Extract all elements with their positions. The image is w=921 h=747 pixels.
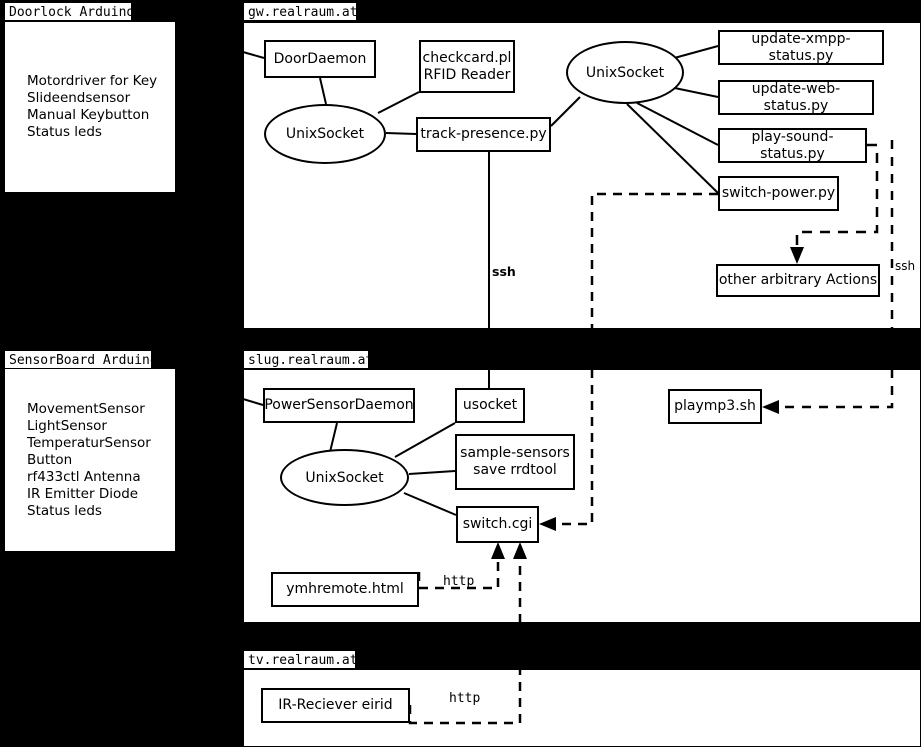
node-slug-unixsocket[interactable]: UnixSocket xyxy=(280,449,409,506)
panel-tab-doorlock: Doorlock Arduino xyxy=(4,2,134,21)
node-other-arbitrary-actions[interactable]: other arbitrary Actions xyxy=(716,264,880,297)
node-doordaemon[interactable]: DoorDaemon xyxy=(264,40,376,78)
edge-label-http-ymhremote: http xyxy=(443,574,475,589)
node-update-web-status[interactable]: update-web-status.py xyxy=(718,80,874,115)
edge-label-ssh-right: ssh xyxy=(895,259,916,273)
node-sample-sensors[interactable]: sample-sensors save rrdtool xyxy=(455,434,575,490)
panel-tab-tv: tv.realraum.at xyxy=(243,650,358,669)
sensorboard-feature-list: MovementSensor LightSensor TemperaturSen… xyxy=(5,369,175,551)
node-ymhremote[interactable]: ymhremote.html xyxy=(271,572,419,607)
node-checkcard-rfid[interactable]: checkcard.pl RFID Reader xyxy=(419,40,515,93)
node-powersensordaemon[interactable]: PowerSensorDaemon xyxy=(263,388,415,423)
edge-label-http-ir: http xyxy=(449,691,481,706)
node-play-sound-status[interactable]: play-sound-status.py xyxy=(718,128,867,163)
node-update-xmpp-status[interactable]: update-xmpp-status.py xyxy=(718,30,884,65)
node-playmp3[interactable]: playmp3.sh xyxy=(668,389,762,424)
node-switch-cgi[interactable]: switch.cgi xyxy=(456,506,539,543)
node-switch-power[interactable]: switch-power.py xyxy=(718,176,839,211)
doorlock-feature-list: Motordriver for Key Slideendsensor Manua… xyxy=(5,22,175,192)
node-track-presence[interactable]: track-presence.py xyxy=(416,117,551,152)
node-usocket[interactable]: usocket xyxy=(455,388,525,423)
panel-tab-slug: slug.realraum.at xyxy=(243,350,373,369)
panel-tab-gw: gw.realraum.at xyxy=(243,2,358,21)
panel-tab-sensorboard: SensorBoard Arduino xyxy=(4,350,158,369)
node-gw-unixsocket-right[interactable]: UnixSocket xyxy=(566,41,684,104)
edge-label-ssh-left: ssh xyxy=(492,264,516,279)
node-ir-reciever[interactable]: IR-Reciever eirid xyxy=(261,688,410,723)
node-gw-unixsocket-left[interactable]: UnixSocket xyxy=(264,104,386,164)
